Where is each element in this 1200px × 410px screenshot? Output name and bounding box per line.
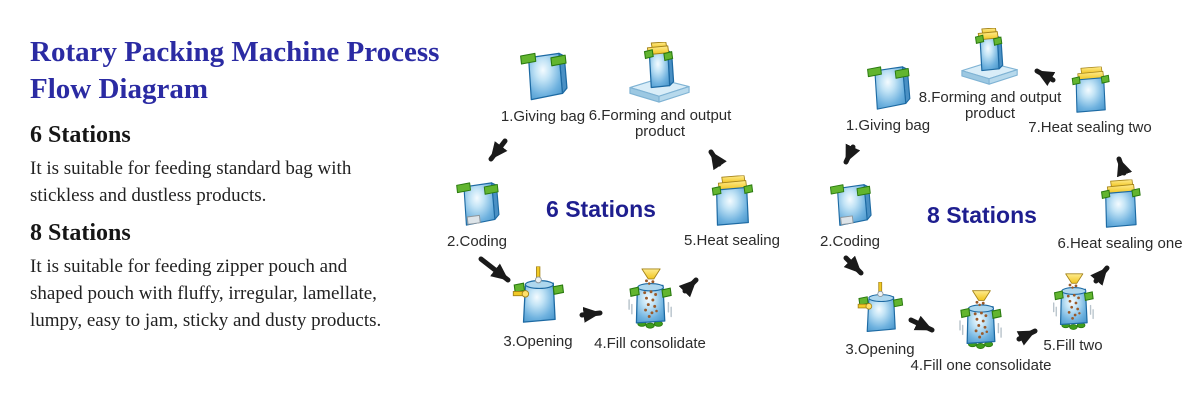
arrow-d8-3-to-4 — [908, 315, 935, 333]
d8-step-6-heat-sealing-one: 6.Heat sealing one — [1057, 178, 1183, 252]
arrow-d8-1-to-2 — [843, 143, 861, 165]
eight-stations-center-label: 8 Stations — [927, 202, 1037, 228]
step-label: 4.Fill one consolidate — [910, 357, 1052, 374]
d8-step-5-fill-two: 5.Fill two — [1043, 272, 1103, 354]
d6-step-1-giving-bag: 1.Giving bag — [501, 48, 585, 124]
step-label: 2.Coding — [819, 233, 881, 250]
arrow-d6-1-to-2 — [488, 138, 508, 162]
forming-output-icon — [959, 28, 1021, 86]
giving-bag-icon — [518, 48, 568, 105]
arrow-d8-7-to-8 — [1034, 68, 1056, 87]
opening-bag-icon — [512, 266, 564, 330]
arrow-d8-4-to-5 — [1016, 328, 1038, 346]
page-title-line2: Flow Diagram — [30, 73, 208, 106]
step-label: 6.Heat sealing one — [1057, 235, 1183, 252]
step-label: 4.Fill consolidate — [594, 335, 706, 352]
d6-step-4-fill-consolidate: 4.Fill consolidate — [594, 268, 706, 351]
heat-sealing-bag-icon — [1097, 178, 1143, 232]
page-title: Rotary Packing Machine Process Flow Diag… — [30, 34, 520, 108]
six-stations-center-label: 6 Stations — [546, 196, 656, 222]
d8-step-3-opening: 3.Opening — [845, 282, 915, 358]
step-label: 3.Opening — [845, 341, 915, 358]
d8-step-1-giving-bag: 1.Giving bag — [846, 62, 930, 133]
d8-step-7-heat-sealing-two: 7.Heat sealing two — [1028, 66, 1152, 136]
step-label: 2.Coding — [446, 233, 508, 250]
arrow-d6-5-to-6 — [708, 149, 727, 171]
opening-bag-icon — [856, 282, 904, 338]
heat-sealing-bag-icon — [708, 175, 756, 229]
arrow-d8-5-to-6 — [1090, 265, 1110, 286]
d8-step-4-fill-one-consolidate: 4.Fill one consolidate — [910, 288, 1052, 374]
step-label: 7.Heat sealing two — [1028, 119, 1152, 136]
step-label: 6.Forming and output product — [588, 107, 732, 140]
arrow-d6-4-to-5 — [678, 277, 699, 298]
coding-bag-icon — [454, 178, 500, 230]
arrow-d6-2-to-3 — [478, 256, 511, 283]
eight-stations-heading: 8 Stations — [30, 220, 131, 246]
step-label: 1.Giving bag — [500, 108, 586, 125]
arrow-d8-6-to-7 — [1116, 156, 1133, 178]
d6-step-5-heat-sealing: 5.Heat sealing — [684, 175, 780, 248]
step-label: 5.Fill two — [1043, 337, 1103, 354]
arrow-d8-2-to-3 — [843, 255, 864, 276]
heat-sealing-bag-icon — [1068, 66, 1112, 116]
d6-step-6-forming-output: 6.Forming and output product — [584, 42, 736, 140]
six-stations-heading: 6 Stations — [30, 122, 131, 148]
six-stations-description: It is suitable for feeding standard bag … — [30, 158, 352, 206]
filling-bag-icon — [956, 288, 1006, 354]
step-label: 1.Giving bag — [845, 117, 931, 134]
forming-output-icon — [627, 42, 693, 104]
eight-stations-description: It is suitable for feeding zipper pouch … — [30, 256, 382, 331]
d6-step-2-coding: 2.Coding — [447, 178, 507, 249]
page-title-line1: Rotary Packing Machine Process — [30, 36, 440, 68]
step-label: 5.Heat sealing — [684, 232, 780, 249]
step-label: 8.Forming and output product — [918, 89, 1062, 122]
d8-step-2-coding: 2.Coding — [820, 180, 880, 249]
giving-bag-icon — [865, 62, 911, 114]
arrow-d6-3-to-4 — [579, 306, 603, 323]
d6-step-3-opening: 3.Opening — [503, 266, 573, 350]
filling-bag-icon — [1049, 272, 1097, 334]
d8-step-8-forming-output: 8.Forming and output product — [914, 28, 1066, 122]
filling-bag-icon — [624, 268, 676, 332]
coding-bag-icon — [828, 180, 872, 230]
step-label: 3.Opening — [503, 333, 573, 350]
